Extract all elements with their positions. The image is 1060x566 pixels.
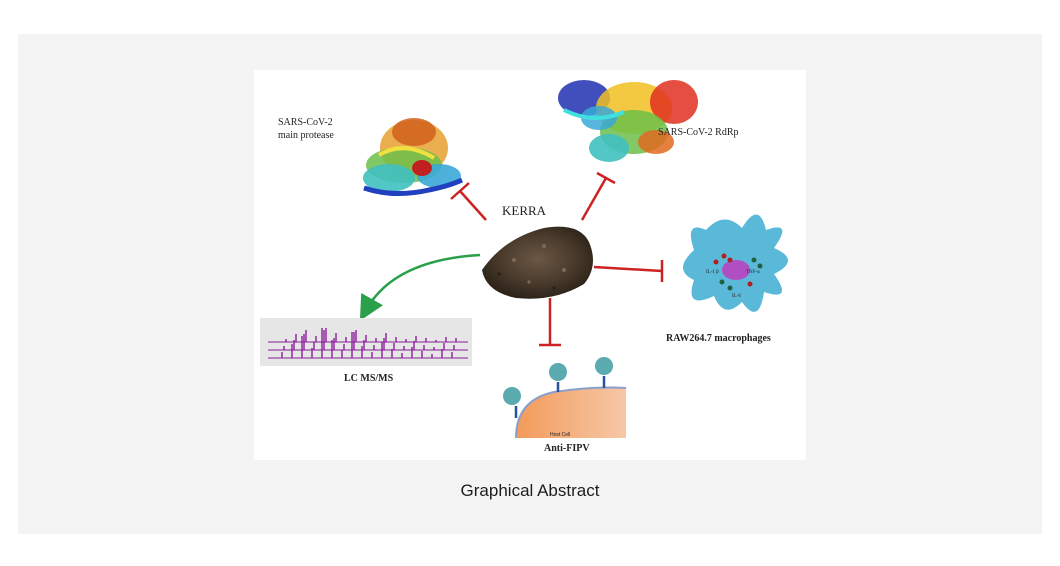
graphical-abstract-figure: SARS-CoV-2 main protease SARS-CoV-2 RdRp… [254, 70, 806, 460]
virus-particle-3 [595, 357, 613, 388]
fipv-label: Anti-FIPV [544, 443, 590, 454]
kerra-label: KERRA [502, 203, 547, 218]
inhibit-arrow-fipv [539, 298, 561, 347]
host-cell [515, 386, 627, 439]
main-protease-structure [363, 118, 464, 197]
virus-particle-1 [503, 387, 521, 418]
il1b-label: IL-1 β [706, 270, 719, 275]
kerra-powder [482, 226, 593, 299]
virus-particle-2 [549, 363, 567, 392]
figure-canvas [260, 80, 788, 439]
main-protease-label-line2: main protease [278, 130, 334, 141]
figure-caption: Graphical Abstract [460, 481, 600, 500]
tnfa-label: TNF-α [746, 270, 760, 275]
inhibit-arrow-macrophage [593, 260, 664, 282]
activate-arrow-lcms [359, 253, 481, 321]
il6-label: IL-6 [732, 294, 741, 299]
inhibit-arrow-rdrp [580, 171, 616, 221]
spectrum-peaks [281, 328, 457, 358]
main-protease-label: SARS-CoV-2 main protease [278, 116, 334, 142]
lcms-label: LC MS/MS [344, 373, 394, 384]
rdrp-structure [558, 80, 698, 162]
main-protease-label-line1: SARS-CoV-2 [278, 117, 333, 128]
inhibit-arrow-protease [450, 182, 487, 221]
host-cell-label: Host Cell [550, 432, 571, 438]
macrophages-label: RAW264.7 macrophages [666, 333, 771, 344]
macrophage-cell [683, 214, 788, 312]
rdrp-label: SARS-CoV-2 RdRp [658, 127, 739, 138]
